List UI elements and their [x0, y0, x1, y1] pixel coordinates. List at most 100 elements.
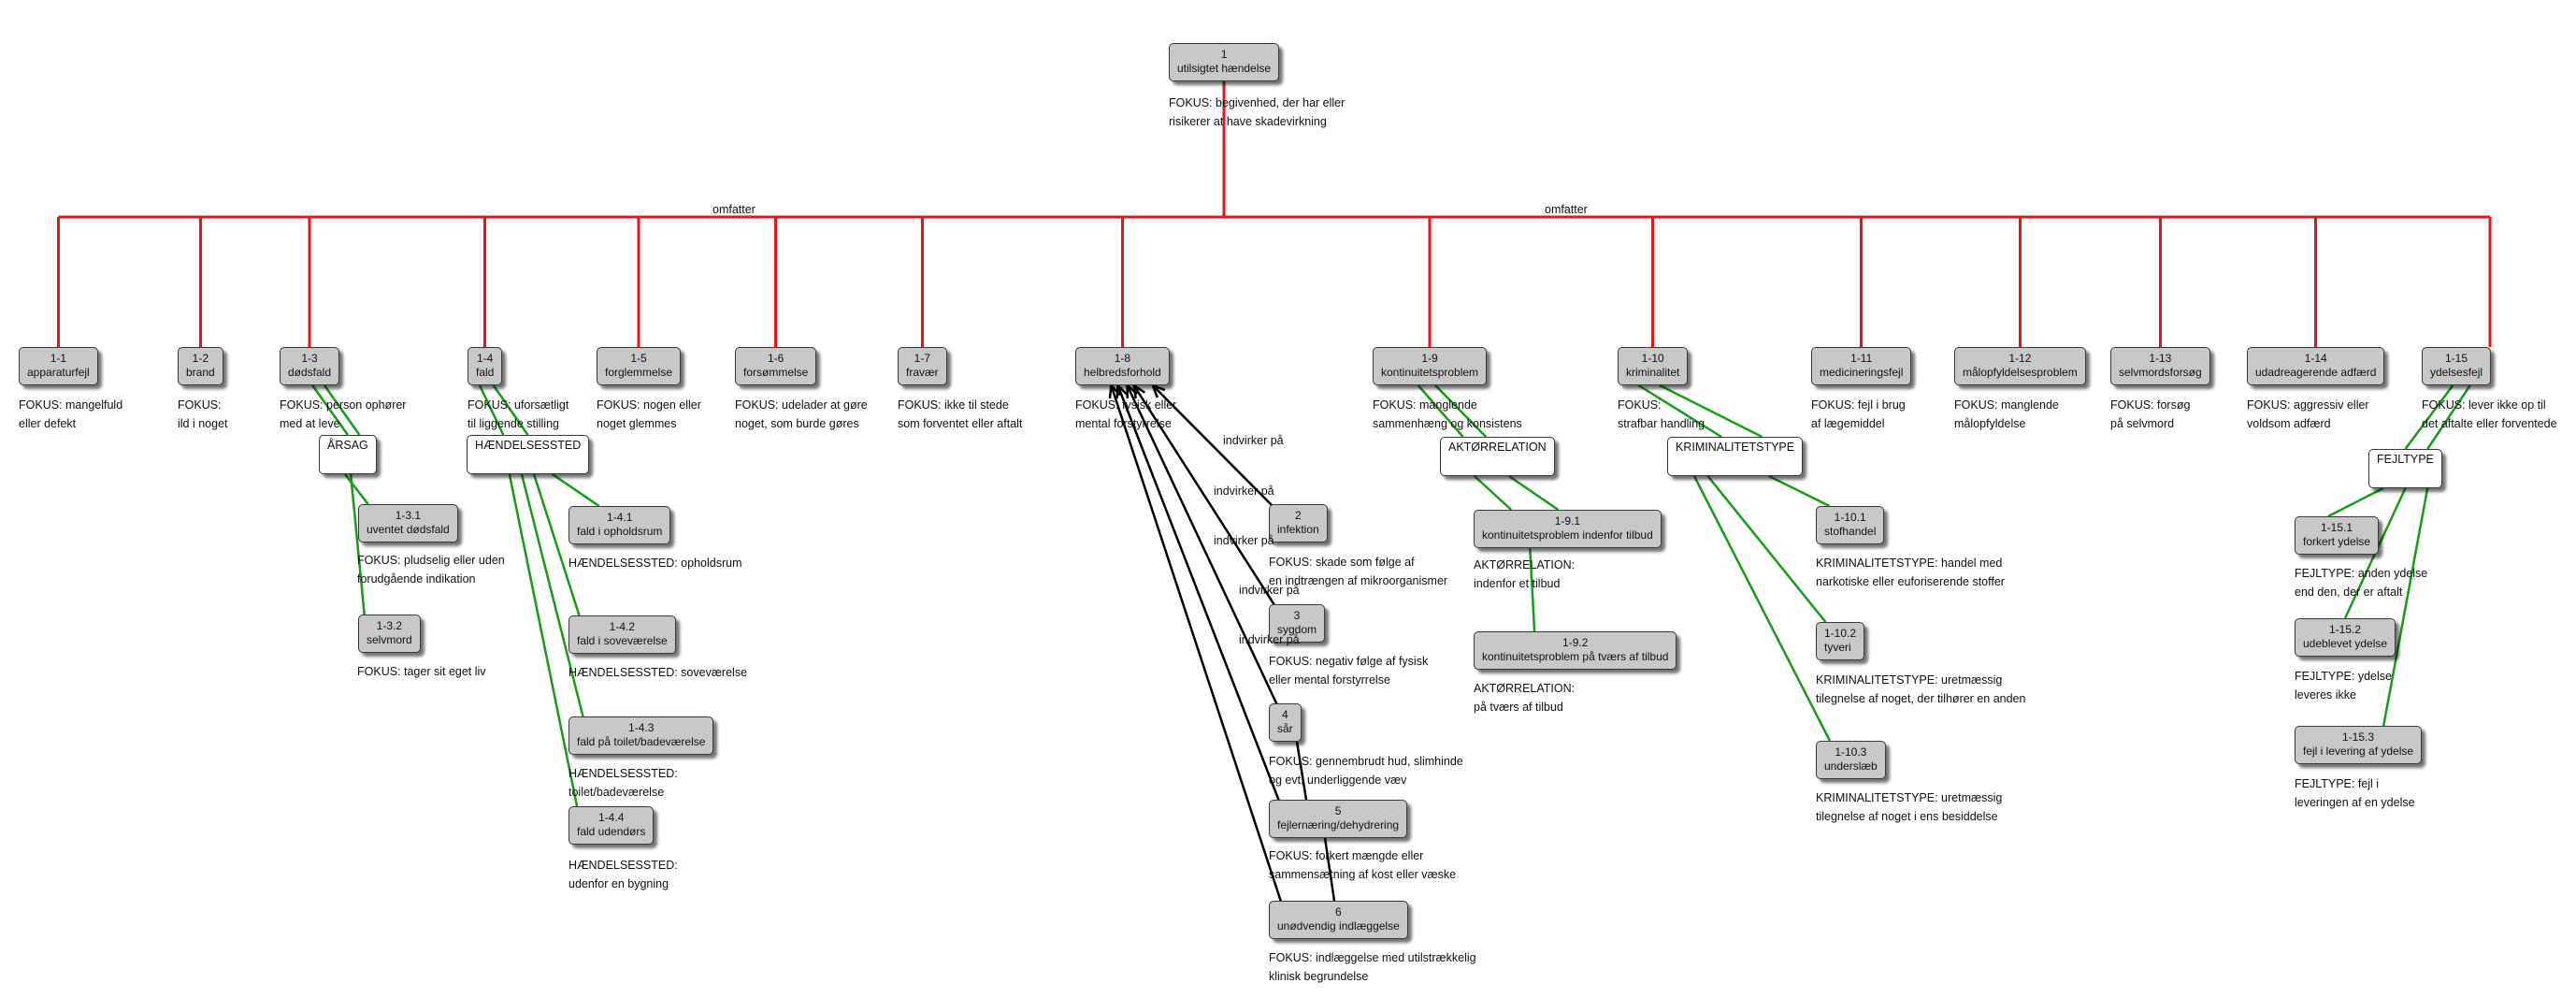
edge-krim-1-10-1	[1768, 474, 1831, 508]
edge-haend-1-4-2	[532, 473, 581, 616]
edge-sar-fejlernaering	[1295, 741, 1308, 801]
edge-aarsag-1-3-1	[343, 473, 369, 505]
edge-1-3-aarsag-b	[323, 384, 361, 436]
edge-akt-1-9-2	[1529, 547, 1536, 632]
arrow-indvirker-5-arrowhead	[1108, 384, 1121, 399]
edge-akt-1-9-1	[1474, 475, 1513, 511]
edge-krim-1-10-3	[1692, 475, 1832, 742]
arrow-indvirker-5	[1110, 384, 1284, 905]
arrow-indvirker-1	[1151, 384, 1275, 509]
edge-1-3-aarsag	[311, 384, 350, 436]
edge-1-15-fejl	[2404, 384, 2454, 450]
characteristic-box-fejltype[interactable]: FEJLTYPE	[2368, 449, 2442, 488]
characteristic-box-aktoerrelation[interactable]: AKTØRRELATION	[1440, 437, 1555, 476]
edge-label-indvirker-4: indvirker på	[1239, 584, 1300, 597]
concept-desc-1-9-1: AKTØRRELATION:indenfor et tilbud	[1474, 558, 1576, 590]
concept-desc-1-9-2: AKTØRRELATION:på tværs af tilbud	[1474, 682, 1576, 714]
characteristic-box-kriminalitetstype[interactable]: KRIMINALITETSTYPE	[1667, 437, 1804, 476]
edge-fejl-1-15-3	[2382, 487, 2429, 727]
arrow-indvirker-3-arrowhead	[1126, 384, 1138, 399]
edge-1-4-haend	[478, 384, 505, 436]
edge-label-indvirker-5: indvirker på	[1239, 633, 1300, 646]
arrow-indvirker-3	[1126, 384, 1280, 708]
edge-haend-1-4-3	[520, 473, 584, 717]
edge-1-4-haend-b	[492, 384, 529, 436]
edge-krim-1-10-2	[1706, 475, 1827, 623]
characteristic-box-aarsag[interactable]: ÅRSAG	[319, 435, 377, 474]
edge-fejlernaering-indlaeggelse	[1323, 837, 1336, 902]
edge-label-indvirker-1: indvirker på	[1223, 434, 1284, 447]
edge-haend-1-4-1	[551, 472, 600, 508]
edge-label-omfatter-right: omfatter	[1545, 203, 1588, 216]
edge-1-9-akt	[1417, 384, 1464, 438]
concept-desc-1-4-2: HÆNDELSESSTED: soveværelse	[568, 666, 748, 679]
edge-1-9-akt-b	[1434, 384, 1488, 438]
edge-label-indvirker-2: indvirker på	[1214, 485, 1274, 498]
edge-fejl-1-15-1	[2327, 486, 2384, 518]
concept-desc-1-4-3: HÆNDELSESSTED:toilet/badeværelse	[568, 767, 678, 799]
concept-desc-1-3-2: FOKUS: tager sit eget liv	[357, 665, 486, 678]
concept-desc-1-10: FOKUS:strafbar handling	[1618, 398, 1705, 430]
edge-haend-1-4-4	[508, 473, 579, 807]
edge-label-omfatter-left: omfatter	[712, 203, 756, 216]
edge-1-10-krim	[1637, 383, 1722, 439]
characteristic-box-haendelsessted[interactable]: HÆNDELSESSTED	[467, 435, 590, 474]
